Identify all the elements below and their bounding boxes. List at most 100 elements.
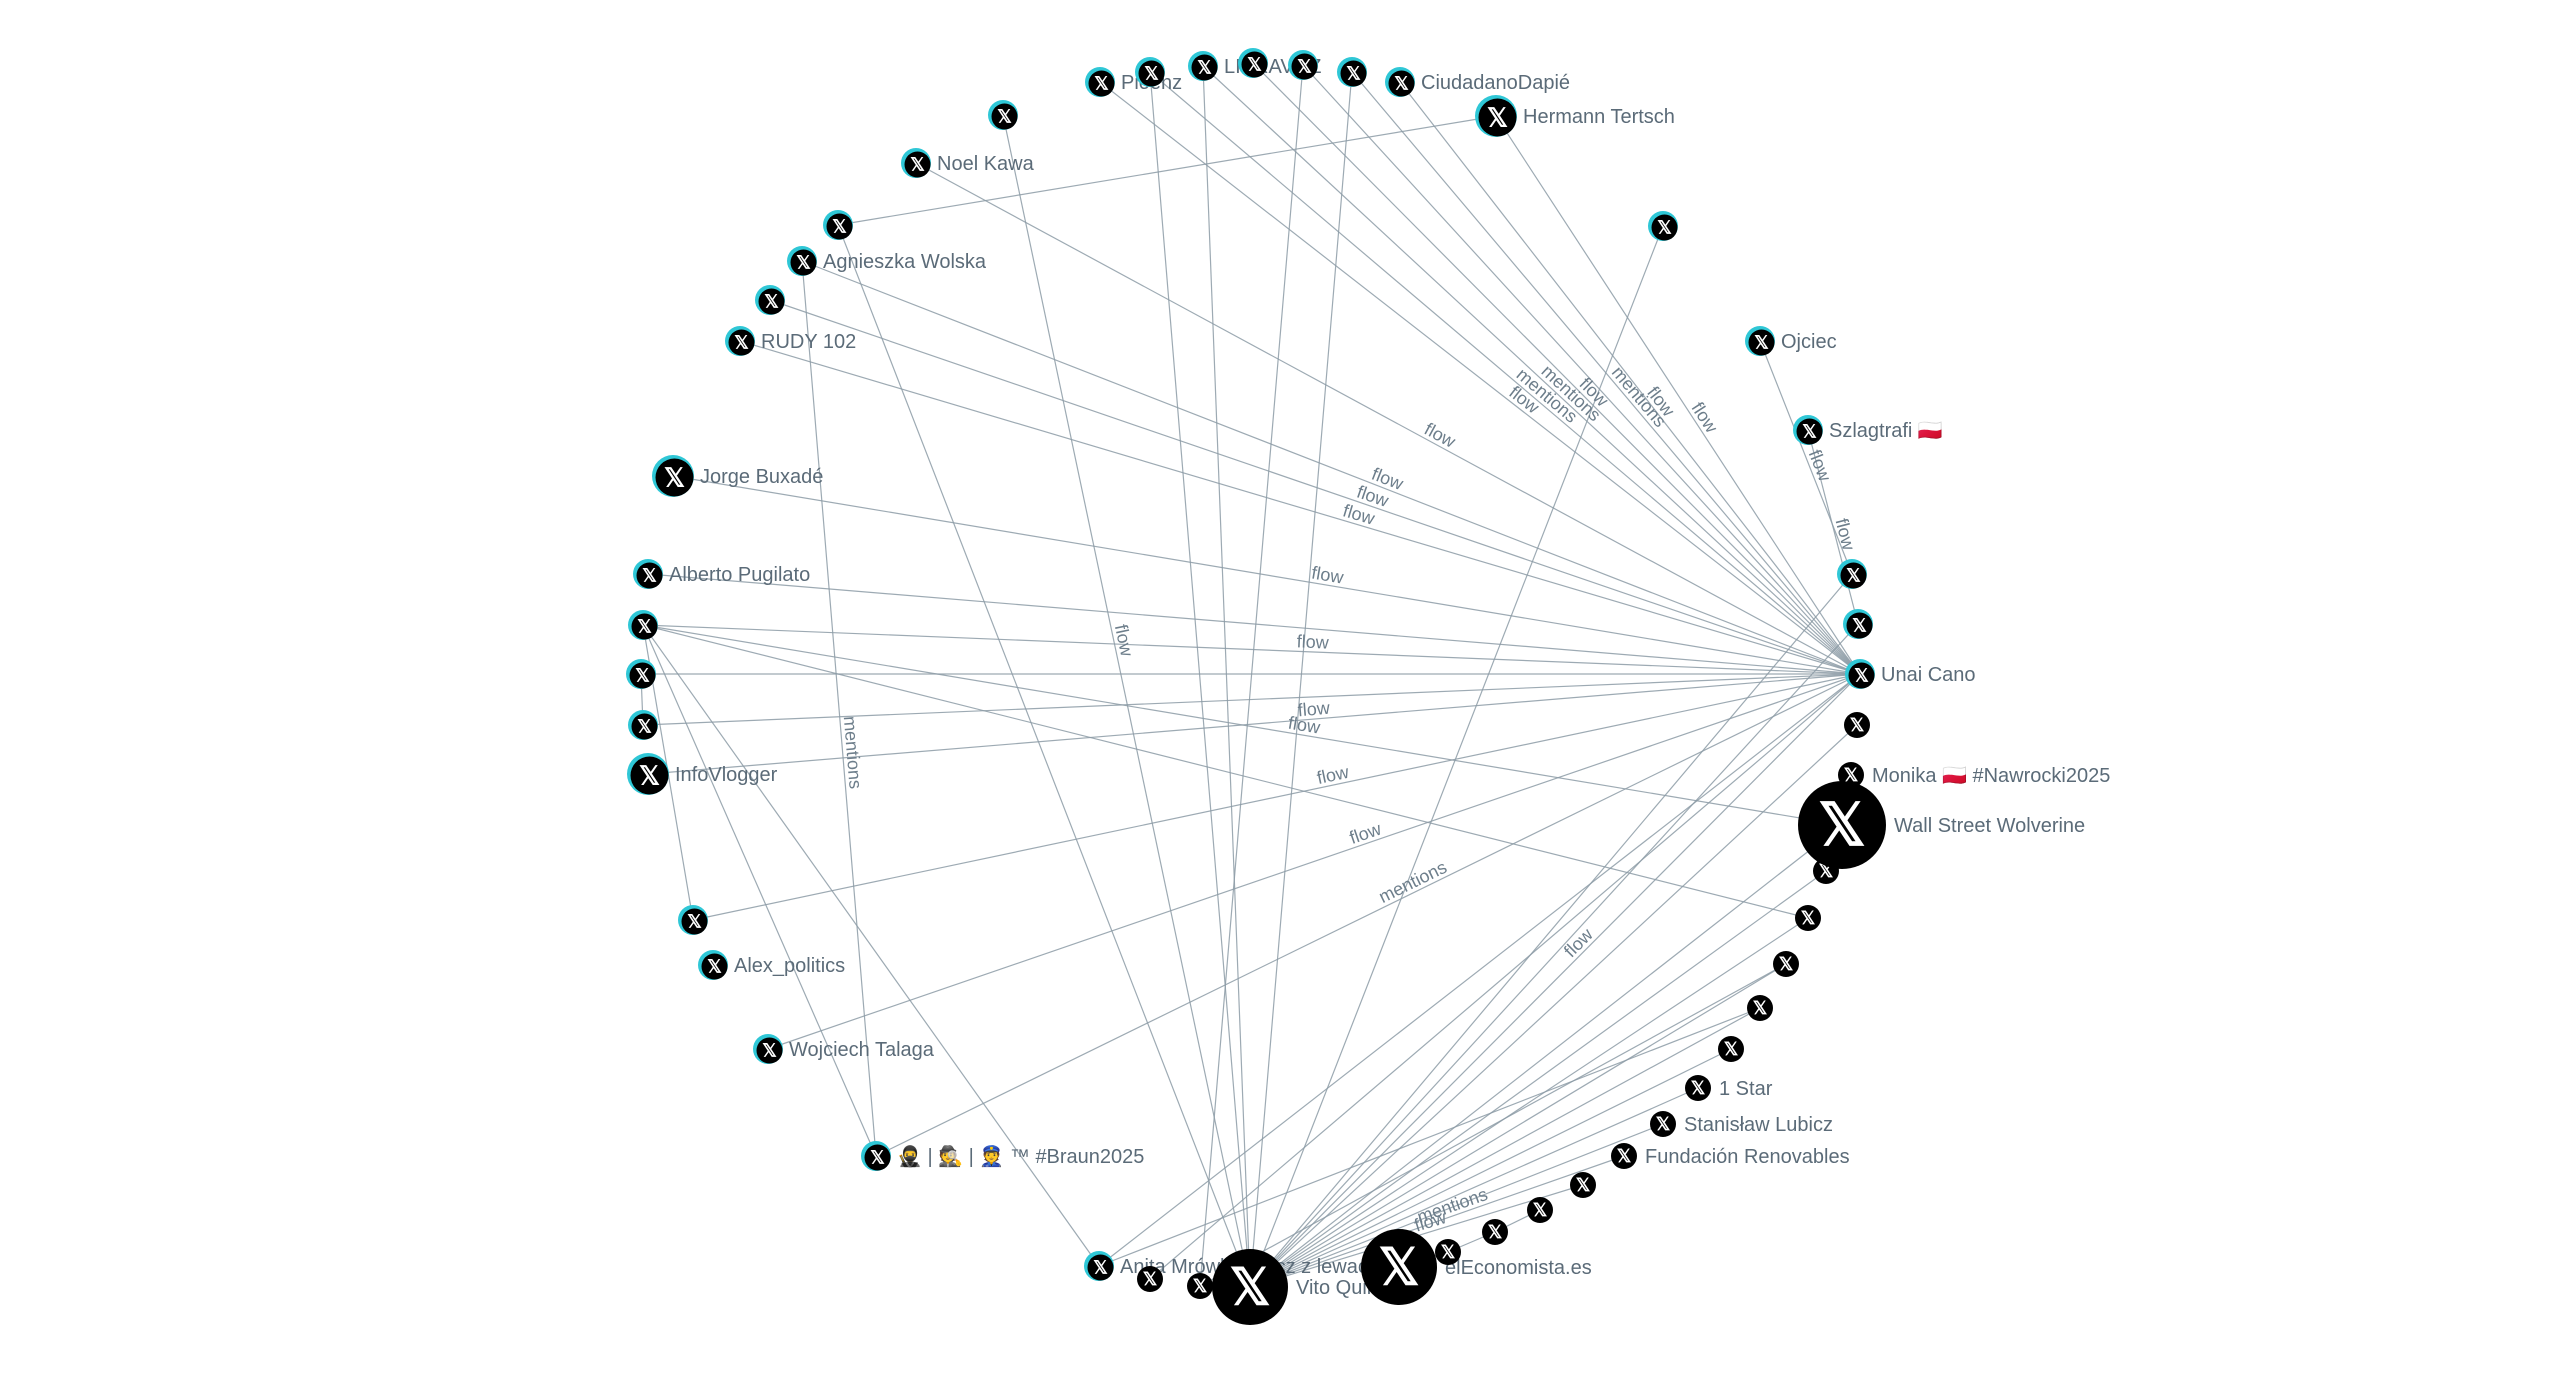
edge-jorge-to-unai xyxy=(672,475,1861,675)
edge-anita-to-r38 xyxy=(1098,1007,1761,1267)
node-r46[interactable]: 𝕏 xyxy=(1843,609,1873,639)
edge-vito-to-fundacion xyxy=(1249,1155,1625,1288)
edge-ojciec-to-r47 xyxy=(1759,340,1853,575)
node-left18[interactable]: 𝕏 xyxy=(626,659,656,689)
x-logo-icon: 𝕏 xyxy=(1229,1259,1270,1316)
edge-r50-to-vito xyxy=(1249,225,1664,1288)
x-logo-icon: 𝕏 xyxy=(1779,954,1794,974)
x-logo-icon: 𝕏 xyxy=(1094,74,1109,94)
edge-label-flow: flow xyxy=(1315,762,1351,788)
node-disc xyxy=(1838,762,1864,788)
edge-vito-to-r38 xyxy=(1249,1007,1761,1288)
node-label: elEconomista.es xyxy=(1445,1257,1592,1279)
edge-left11-to-vito xyxy=(837,224,1251,1288)
node-r44[interactable]: 𝕏 xyxy=(1844,712,1870,738)
edge-bot26-to-unai xyxy=(1149,673,1861,1280)
x-logo-icon: 𝕏 xyxy=(707,957,722,977)
node-left19[interactable]: 𝕏 xyxy=(628,710,658,740)
node-disc xyxy=(826,213,853,240)
node-disc xyxy=(701,953,728,980)
node-bot30[interactable]: 𝕏 xyxy=(1435,1239,1461,1265)
node-r40[interactable]: 𝕏 xyxy=(1795,905,1821,931)
edge-ciudadano-to-unai xyxy=(1399,81,1861,675)
node-label: Alex_politics xyxy=(734,955,845,977)
node-disc xyxy=(1651,214,1678,241)
node-bot26[interactable]: 𝕏 xyxy=(1137,1266,1163,1292)
x-logo-icon: 𝕏 xyxy=(1691,1078,1706,1098)
node-bot33[interactable]: 𝕏 xyxy=(1570,1172,1596,1198)
node-disc xyxy=(630,756,669,795)
node-pioenz[interactable]: 𝕏Pioenz xyxy=(1085,67,1182,97)
node-alex[interactable]: 𝕏 Alex_politics xyxy=(698,950,845,980)
x-logo-icon: 𝕏 xyxy=(1852,616,1867,636)
node-disc xyxy=(1844,712,1870,738)
node-r50[interactable]: 𝕏 xyxy=(1648,211,1678,241)
x-logo-icon: 𝕏 xyxy=(1850,715,1865,735)
node-r47[interactable]: 𝕏 xyxy=(1837,559,1867,589)
node-top5[interactable]: 𝕏 xyxy=(1288,50,1318,80)
x-logo-icon: 𝕏 xyxy=(1576,1175,1591,1195)
node-bot31[interactable]: 𝕏 xyxy=(1482,1219,1508,1245)
edge-vito-to-unai xyxy=(1249,673,1861,1288)
node-bot27[interactable]: 𝕏 xyxy=(1187,1273,1213,1299)
node-disc xyxy=(1527,1197,1553,1223)
node-disc xyxy=(1137,1266,1163,1292)
node-bot32[interactable]: 𝕏 xyxy=(1527,1197,1553,1223)
node-top4[interactable]: 𝕏 xyxy=(1238,48,1268,78)
node-left21[interactable]: 𝕏 xyxy=(678,905,708,935)
edge-top2-to-unai xyxy=(1149,71,1861,675)
node-top6[interactable]: 𝕏 xyxy=(1337,57,1367,87)
edge-left17-to-r40 xyxy=(642,624,1809,919)
edge-vito-to-r44 xyxy=(1249,724,1858,1288)
node-r38[interactable]: 𝕏 xyxy=(1747,995,1773,1021)
node-left17[interactable]: 𝕏 xyxy=(628,610,658,640)
node-disc xyxy=(864,1144,891,1171)
x-logo-icon: 𝕏 xyxy=(764,292,779,312)
node-disc xyxy=(1212,1249,1288,1325)
node-label: Ojciec xyxy=(1781,331,1837,353)
node-top9[interactable]: 𝕏 xyxy=(988,100,1018,130)
node-disc xyxy=(1846,612,1873,639)
node-disc xyxy=(1685,1075,1711,1101)
node-braun[interactable]: 𝕏🥷 | 🕵 | 👮 ™ #Braun2025 xyxy=(861,1141,1144,1171)
node-left13[interactable]: 𝕏 xyxy=(755,285,785,315)
edge-label-flow: flow xyxy=(1297,698,1332,721)
node-disc xyxy=(1747,995,1773,1021)
node-label: CiudadanoDapié xyxy=(1421,72,1570,94)
edge-left17-to-unai xyxy=(642,624,1861,675)
node-left11[interactable]: 𝕏 xyxy=(823,210,853,240)
edge-left17-to-anita xyxy=(642,624,1100,1267)
edge-label-flow: flow xyxy=(1347,818,1385,848)
node-r37[interactable]: 𝕏 xyxy=(1718,1036,1744,1062)
node-disc xyxy=(728,329,755,356)
edge-vito-to-r37 xyxy=(1249,1048,1732,1288)
node-label: Wojciech Talaga xyxy=(789,1039,935,1061)
node-label: InfoVlogger xyxy=(675,764,778,786)
node-top2[interactable]: 𝕏 xyxy=(1135,57,1165,87)
node-disc xyxy=(681,908,708,935)
node-disc xyxy=(756,1037,783,1064)
x-logo-icon: 𝕏 xyxy=(687,912,702,932)
edge-top4-to-unai xyxy=(1252,62,1861,675)
node-r39[interactable]: 𝕏 xyxy=(1773,951,1799,977)
